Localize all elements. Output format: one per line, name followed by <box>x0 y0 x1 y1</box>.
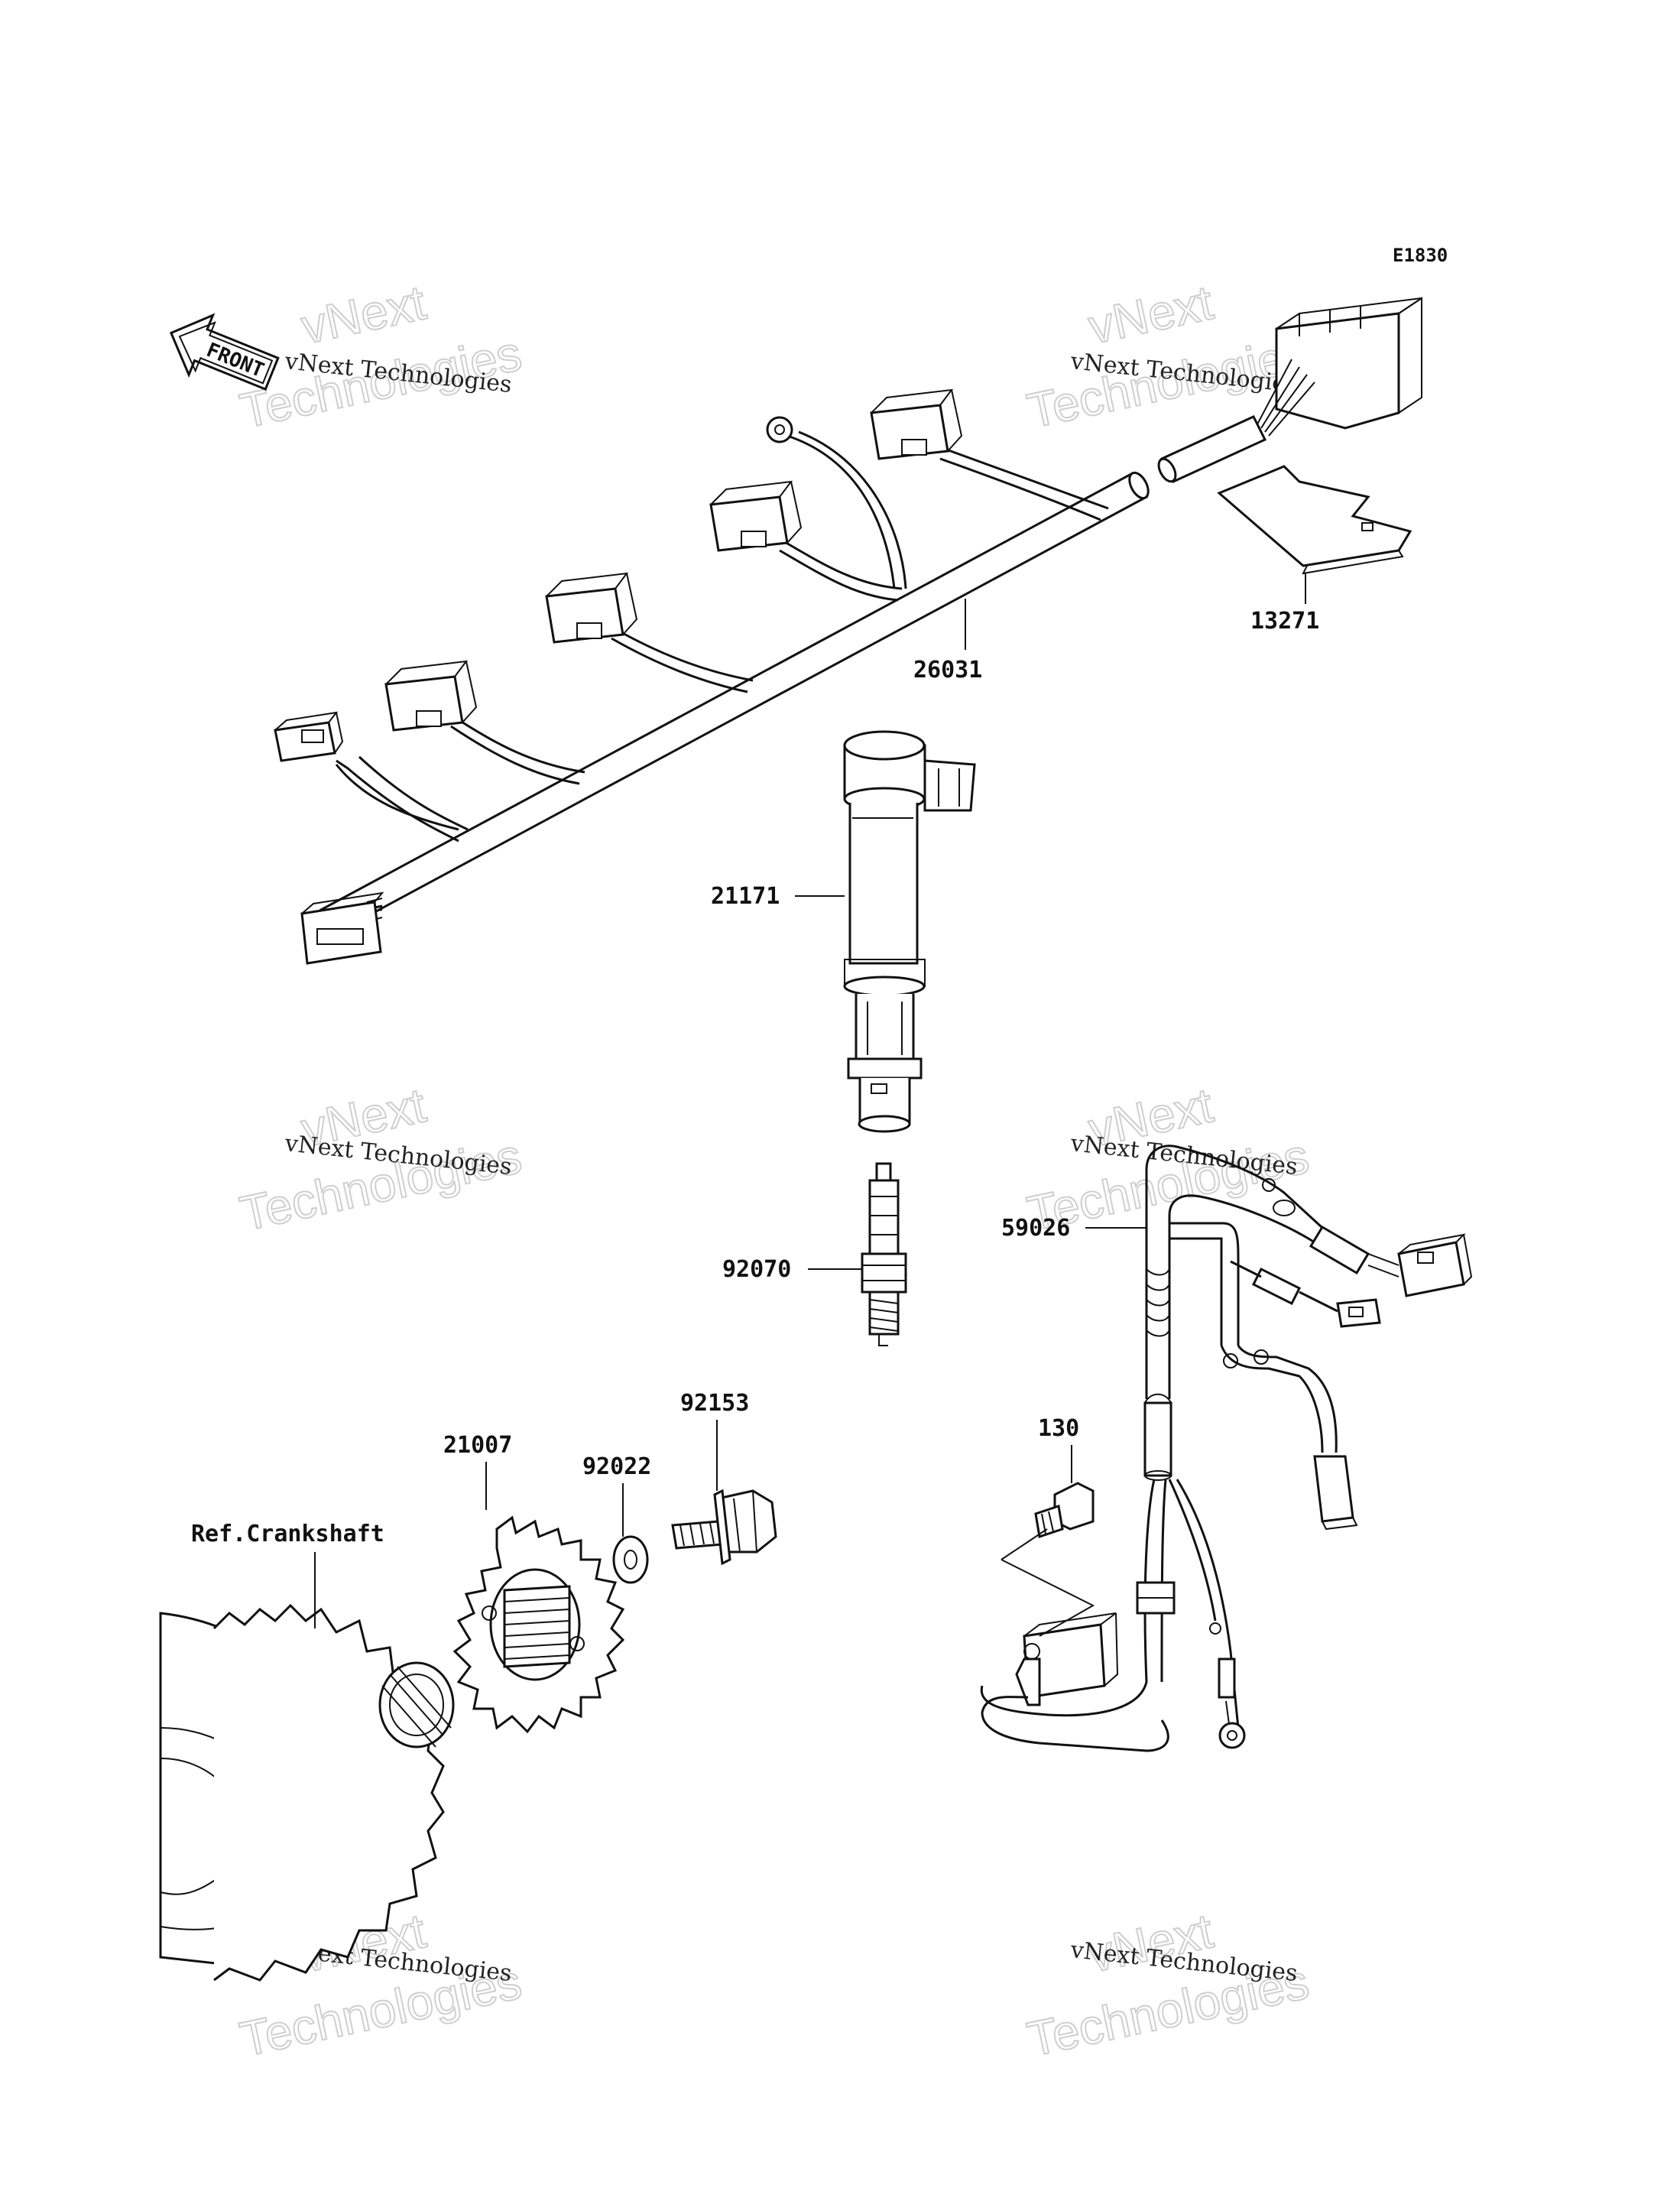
label-92153: 92153 <box>680 1390 749 1417</box>
diagram-code: E1830 <box>1393 245 1448 266</box>
label-21007: 21007 <box>443 1432 512 1459</box>
bolt-92153 <box>671 1489 777 1566</box>
washer-92022 <box>612 1535 649 1584</box>
main-harness <box>274 297 1422 965</box>
watermark-big-1: vNext <box>1084 274 1218 354</box>
connector-3 <box>709 480 903 602</box>
bolt-130 <box>1034 1482 1095 1538</box>
watermark-top-left: vNext Technologies vNext Technologies <box>235 274 527 439</box>
label-59026: 59026 <box>1001 1215 1070 1242</box>
label-92070: 92070 <box>722 1256 791 1283</box>
connector-small <box>274 711 459 831</box>
crankshaft <box>159 1603 455 1982</box>
timing-rotor-21007 <box>452 1515 625 1734</box>
plate-13271 <box>1217 465 1412 575</box>
label-92022: 92022 <box>582 1453 651 1480</box>
leader-130-bolt <box>1001 1528 1048 1560</box>
label-21171: 21171 <box>711 883 780 910</box>
main-connector <box>1257 297 1422 437</box>
connector-2 <box>545 572 754 693</box>
watermark-big-1: vNext <box>297 274 430 354</box>
spark-plug-92070 <box>861 1162 907 1346</box>
connector-4 <box>870 388 1109 521</box>
label-26031: 26031 <box>913 657 982 683</box>
watermark-middle-left: vNext Technologies vNext Technologies <box>235 1076 527 1242</box>
front-arrow-icon: FRONT <box>169 313 280 391</box>
sub-harness-59026 <box>980 1144 1473 1749</box>
label-13271: 13271 <box>1250 608 1319 635</box>
leader-130-sensor <box>1001 1559 1095 1637</box>
label-ref-crankshaft: Ref.Crankshaft <box>191 1521 384 1547</box>
pickup-sensor <box>981 1612 1169 1752</box>
label-130: 130 <box>1038 1415 1079 1442</box>
connector-1 <box>384 660 585 785</box>
connector-lower <box>300 891 384 965</box>
watermark-bottom-right: vNext Technologies vNext Technologies <box>1022 1902 1314 2067</box>
ignition-coil-21171 <box>843 730 976 1133</box>
